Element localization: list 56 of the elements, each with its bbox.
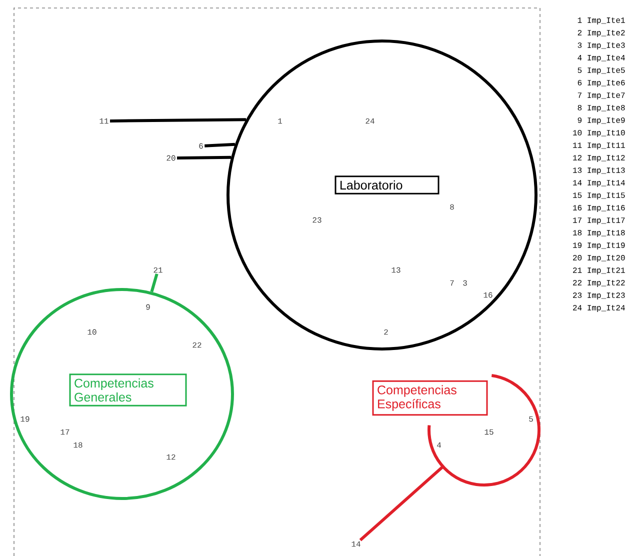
connector-line xyxy=(176,156,232,160)
legend-entry: 19 Imp_It19 xyxy=(573,242,625,250)
legend-entry: 23 Imp_It23 xyxy=(573,292,625,300)
legend-entry: 1 Imp_Ite1 xyxy=(578,18,625,24)
legend-entry: 14 Imp_It14 xyxy=(573,180,625,187)
connector-line xyxy=(204,142,236,148)
number-label: 1 xyxy=(278,118,282,124)
number-label: 2 xyxy=(384,329,388,335)
number-label: 9 xyxy=(146,304,150,310)
heading-box: Laboratorio xyxy=(334,176,440,194)
legend-entry: 9 Imp_Ite9 xyxy=(578,118,625,124)
number-label: 24 xyxy=(366,118,374,124)
legend-entry: 21 Imp_It21 xyxy=(573,268,625,274)
legend-entry: 2 Imp_Ite2 xyxy=(578,30,625,37)
number-label: 15 xyxy=(484,429,494,435)
number-label: 13 xyxy=(392,267,400,273)
connector-line xyxy=(150,273,158,292)
number-label: 21 xyxy=(154,267,162,273)
legend-entry: 15 Imp_It15 xyxy=(573,192,625,200)
number-label: 23 xyxy=(312,217,322,223)
legend-entry: 13 Imp_It13 xyxy=(573,168,625,174)
legend-entry: 17 Imp_It17 xyxy=(573,218,625,224)
legend-entry: 6 Imp_Ite6 xyxy=(578,80,625,87)
heading-box: Competencias Generales xyxy=(69,374,187,406)
number-label: 5 xyxy=(529,416,533,422)
number-label: 11 xyxy=(100,118,108,124)
legend-entry: 12 Imp_It12 xyxy=(573,155,625,162)
legend-entry: 20 Imp_It20 xyxy=(573,255,625,262)
number-label: 16 xyxy=(484,292,492,298)
legend-entry: 4 Imp_Ite4 xyxy=(578,55,625,62)
number-label: 8 xyxy=(450,204,454,210)
number-label: 12 xyxy=(166,454,176,460)
number-label: 10 xyxy=(88,329,96,335)
number-label: 22 xyxy=(192,342,202,348)
number-label: 6 xyxy=(199,143,203,149)
number-label: 18 xyxy=(74,442,82,448)
number-label: 20 xyxy=(166,155,176,161)
legend-entry: 22 Imp_It22 xyxy=(573,280,625,287)
legend-entry: 18 Imp_It18 xyxy=(573,230,625,237)
legend-entry: 5 Imp_Ite5 xyxy=(578,68,625,74)
legend-entry: 10 Imp_It10 xyxy=(573,130,625,137)
number-label: 17 xyxy=(60,429,70,435)
number-label: 3 xyxy=(463,280,467,286)
number-label: 4 xyxy=(437,442,441,448)
number-label: 19 xyxy=(20,416,30,422)
legend-entry: 11 Imp_It11 xyxy=(573,142,625,150)
heading-box: Competencias Específicas xyxy=(372,380,488,416)
connector-line xyxy=(110,118,246,122)
connector-line xyxy=(359,466,444,542)
legend-entry: 8 Imp_Ite8 xyxy=(578,105,625,112)
legend-entry: 24 Imp_It24 xyxy=(573,305,625,312)
legend-entry: 3 Imp_Ite3 xyxy=(578,42,625,50)
legend-entry: 7 Imp_Ite7 xyxy=(578,92,625,100)
number-label: 14 xyxy=(352,541,360,547)
number-label: 7 xyxy=(450,280,454,286)
legend-entry: 16 Imp_It16 xyxy=(573,205,625,212)
